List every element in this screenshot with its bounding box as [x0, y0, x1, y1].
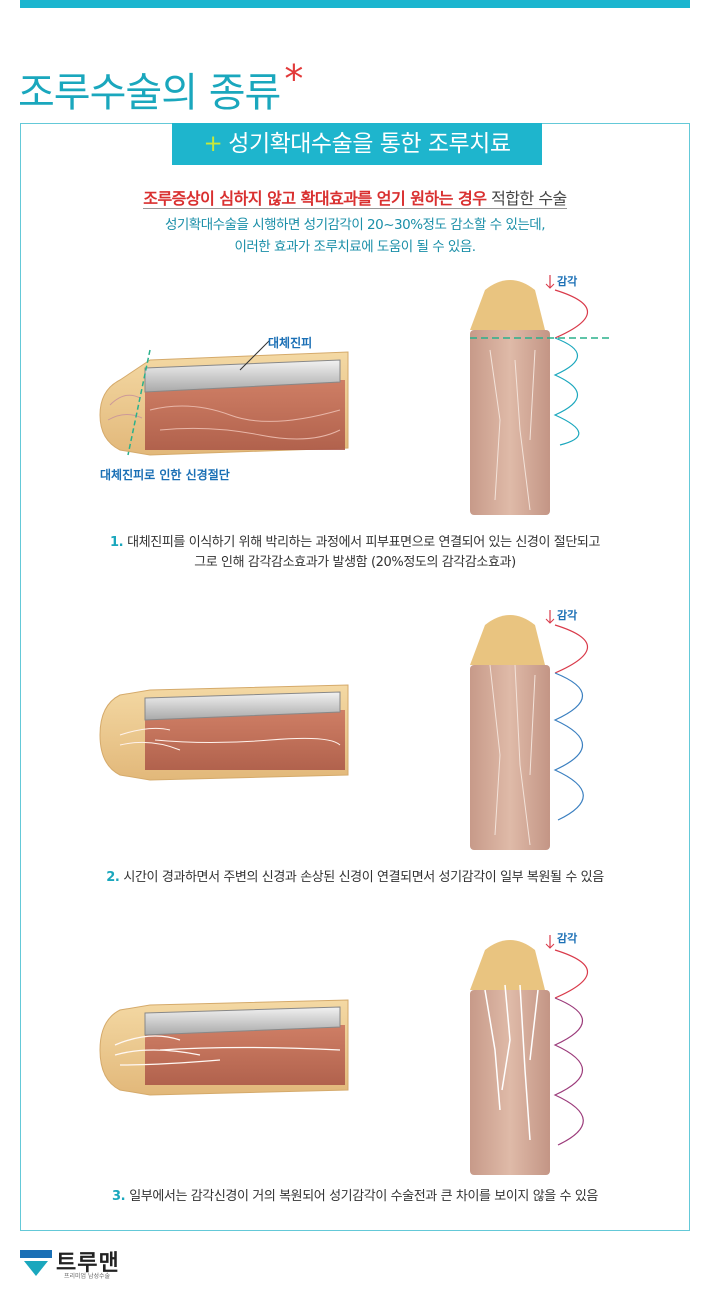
sense-label-2: 감각	[557, 609, 578, 622]
section-banner: +성기확대수술을 통한 조루치료	[172, 123, 542, 165]
banner-text: 성기확대수술을 통한 조루치료	[228, 131, 511, 157]
step-3-caption: 3.일부에서는 감각신경이 거의 복원되어 성기감각이 수술전과 큰 차이를 보…	[0, 1185, 710, 1204]
step-3-number: 3.	[112, 1189, 126, 1204]
intro-line-2: 이러한 효과가 조루치료에 도움이 될 수 있음.	[234, 239, 476, 255]
step-2-caption: 2.시간이 경과하면서 주변의 신경과 손상된 신경이 연결되면서 성기감각이 …	[0, 866, 710, 885]
side-view-illustration-1	[99, 339, 349, 456]
page-title-text: 조루수술의 종류	[18, 70, 281, 116]
page-title: 조루수술의 종류*	[18, 57, 303, 118]
front-view-illustration-1	[470, 275, 610, 515]
front-view-illustration-3	[470, 935, 588, 1175]
step-2-text: 시간이 경과하면서 주변의 신경과 손상된 신경이 연결되면서 성기감각이 일부…	[123, 870, 604, 885]
step-2-number: 2.	[106, 870, 120, 885]
headline-highlight: 조루증상이 심하지 않고 확대효과를 얻기 원하는 경우	[143, 189, 487, 209]
intro-line-1: 성기확대수술을 시행하면 성기감각이 20~30%정도 감소할 수 있는데,	[164, 217, 546, 233]
side-view-illustration-3	[99, 999, 349, 1096]
step-1-text-2: 그로 인해 감각감소효과가 발생함 (20%정도의 감각감소효과)	[194, 555, 516, 570]
logo-icon	[20, 1250, 52, 1276]
step-3-text: 일부에서는 감각신경이 거의 복원되어 성기감각이 수술전과 큰 차이를 보이지…	[129, 1189, 598, 1204]
top-accent-bar	[20, 0, 690, 8]
step-1-number: 1.	[109, 535, 124, 550]
sense-label-3: 감각	[557, 932, 578, 945]
side-view-illustration-2	[99, 684, 349, 781]
front-view-illustration-2	[470, 610, 588, 850]
title-star-mark: *	[284, 57, 303, 101]
plus-icon: +	[203, 131, 223, 157]
headline-rest: 적합한 수술	[486, 189, 567, 209]
step-1-text-1: 대체진피를 이식하기 위해 박리하는 과정에서 피부표면으로 연결되어 있는 신…	[127, 535, 601, 550]
headline: 조루증상이 심하지 않고 확대효과를 얻기 원하는 경우 적합한 수술	[0, 185, 710, 209]
graft-label: 대체진피	[268, 336, 313, 350]
logo-name: 트루맨	[56, 1251, 120, 1276]
nerve-cut-label: 대체진피로 인한 신경절단	[100, 468, 230, 482]
logo-sub: 프리미엄 남성수술	[64, 1273, 111, 1280]
step-1-caption-1: 1.대체진피를 이식하기 위해 박리하는 과정에서 피부표면으로 연결되어 있는…	[0, 531, 710, 550]
sense-label-1: 감각	[557, 275, 578, 288]
